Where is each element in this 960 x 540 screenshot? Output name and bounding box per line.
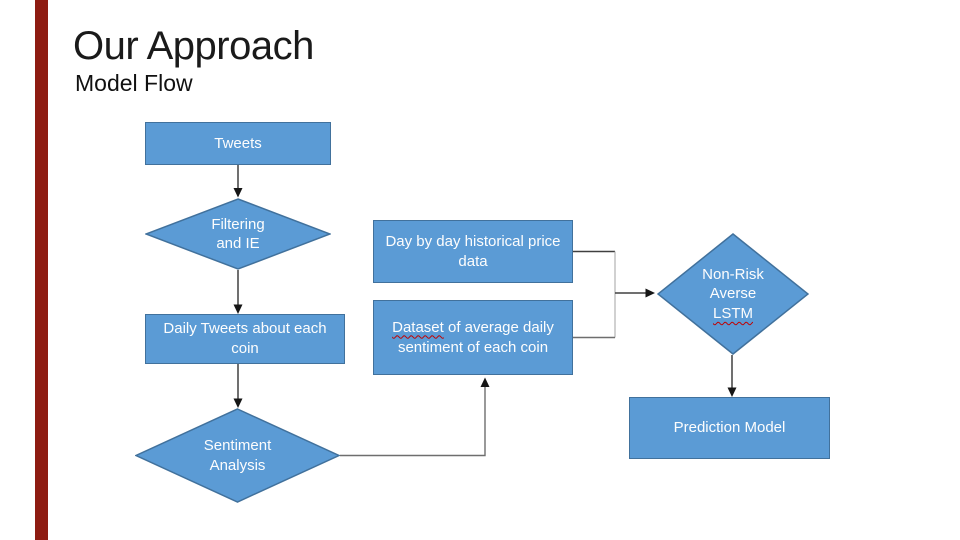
arrowhead-down-icon	[233, 304, 243, 314]
node-dataset: Dataset of average daily sentiment of ea…	[373, 300, 573, 375]
node-price-data-line2: data	[458, 252, 488, 270]
node-sentiment-analysis: Sentiment Analysis	[135, 408, 340, 503]
arrowhead-down-icon	[233, 188, 243, 198]
node-filtering-line1: Filtering	[211, 215, 265, 233]
node-lstm-line1: Non-Risk	[702, 265, 764, 283]
node-filtering-line2: and IE	[216, 235, 260, 252]
arrowhead-down-icon	[727, 387, 737, 397]
node-price-data-line1: Day by day historical price	[385, 232, 561, 250]
diamond-shape	[657, 233, 809, 355]
node-daily-tweets-line2: coin	[231, 340, 259, 357]
node-daily-tweets-line1: Daily Tweets about each	[163, 320, 327, 338]
slide-title: Our Approach	[73, 24, 314, 68]
arrowhead-down-icon	[233, 398, 243, 408]
diamond-shape	[145, 198, 331, 270]
node-tweets-label: Tweets	[214, 134, 262, 152]
node-sentiment-line1: Sentiment	[203, 437, 272, 454]
arrowhead-right-icon	[645, 288, 655, 298]
node-dataset-line2: sentiment of each coin	[397, 338, 549, 356]
node-daily-tweets: Daily Tweets about each coin	[145, 314, 345, 364]
node-lstm-line3: LSTM	[712, 304, 753, 322]
slide-accent-bar	[35, 0, 48, 540]
arrowhead-up-icon	[480, 377, 490, 387]
node-lstm: Non-Risk Averse LSTM	[657, 233, 809, 355]
node-lstm-line2: Averse	[709, 285, 757, 303]
node-sentiment-line2: Analysis	[209, 456, 266, 474]
node-dataset-word: Dataset	[392, 318, 444, 336]
node-dataset-line1-rest: of average daily	[443, 318, 554, 336]
slide-subtitle: Model Flow	[75, 70, 193, 96]
node-prediction-model: Prediction Model	[629, 397, 830, 459]
node-tweets: Tweets	[145, 122, 331, 165]
node-filtering-ie: Filtering and IE	[145, 198, 331, 270]
diamond-shape	[135, 408, 340, 503]
node-price-data: Day by day historical price data	[373, 220, 573, 283]
node-prediction-label: Prediction Model	[673, 419, 786, 437]
connector-sentiment-dataset	[340, 386, 486, 457]
